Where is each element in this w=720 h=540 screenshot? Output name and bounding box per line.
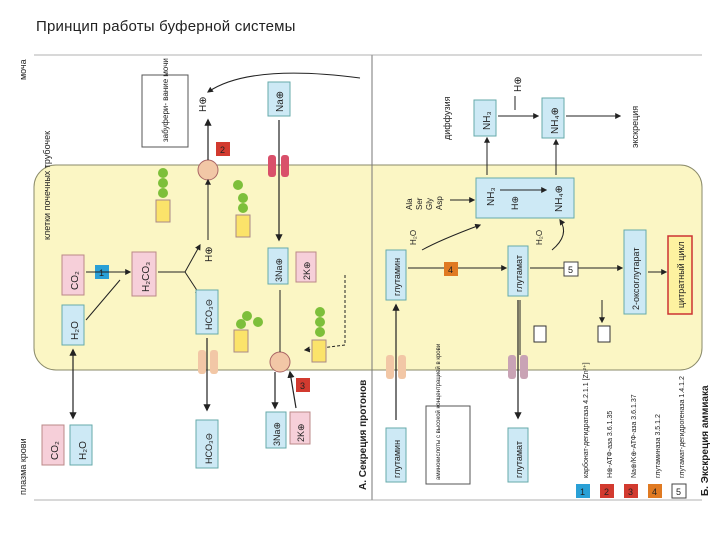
enzyme-1-num: 1 — [99, 268, 104, 278]
tubule-cells-label: клетки почечных трубочек — [42, 131, 52, 240]
panel-a-label: А. Секреция протонов — [358, 380, 369, 490]
blood-note-label: аминокислоты с высокой концентрацией в к… — [435, 344, 442, 480]
enzyme-2-badge-left — [216, 142, 230, 156]
hco3-blood-box — [195, 419, 219, 469]
glutamate-blood-label: глутамат — [514, 441, 524, 478]
h-atpase-pump — [197, 159, 219, 181]
h-cell-right: H⊕ — [510, 196, 520, 210]
svg-text:Asp: Asp — [435, 196, 444, 210]
page-title: Принцип работы буферной системы — [36, 18, 296, 35]
atp-bottom — [233, 307, 327, 363]
na3-blood-label: 3Na⊕ — [272, 422, 282, 446]
svg-text:1: 1 — [580, 487, 585, 497]
oxoglutarate-label: 2-оксоглутарат — [631, 248, 641, 310]
k2-blood-label: 2K⊕ — [296, 423, 306, 442]
na-top-label: Na⊕ — [275, 91, 286, 112]
co2-blood-label: CO₂ — [50, 441, 61, 460]
nh4-top-label: NH₄⊕ — [550, 107, 561, 134]
citrate-cycle-box — [667, 235, 693, 315]
h-top-right: H⊕ — [513, 76, 524, 92]
enzyme-5-num-right: 5 — [568, 265, 573, 275]
enzyme-legend: 1 карбонат-дегидратаза 4.2.1.1 [Zn²⁺] 2 … — [576, 362, 687, 499]
enzyme-4-num-right: 4 — [448, 265, 453, 275]
glutamate-cell-box — [507, 245, 529, 297]
h2o-cell-label: H₂O — [70, 321, 81, 340]
k2-cell-box — [295, 251, 317, 283]
h2co3-label: H₂CO₃ — [141, 262, 152, 292]
svg-text:3: 3 — [628, 487, 633, 497]
h2o-cell-box — [61, 304, 85, 346]
blood-note-box — [425, 405, 471, 485]
glutamate-cell-label: глутамат — [514, 255, 524, 292]
buffering-label: забуфери- вание мочи — [161, 58, 170, 142]
h2o-a-label: H₂O — [409, 230, 418, 245]
co2-cell-label: CO₂ — [70, 271, 81, 290]
hco3-cell-box — [195, 289, 219, 335]
h2o-b-label: H₂O — [535, 230, 544, 245]
h2co3-box — [131, 251, 157, 297]
oxoglutarate-box — [623, 229, 647, 315]
enzyme-4-legend: глутаминаза 3.5.1.2 — [655, 414, 662, 478]
svg-text:Ser: Ser — [415, 197, 424, 210]
urine-label: моча — [18, 59, 28, 80]
glutamate-channel — [508, 355, 528, 379]
hco3-channel — [198, 350, 218, 374]
na3-blood-box — [265, 411, 287, 449]
glutamine-blood-box — [385, 427, 407, 483]
enzyme-5-legend: глутамат-дегидрогеназа 1.4.1.2 — [679, 376, 686, 478]
enzyme-2-num-left: 2 — [220, 145, 225, 155]
excretion-label: экскреция — [630, 106, 640, 148]
hco3-cell-label: HCO₃⊖ — [204, 299, 214, 330]
co2-blood-box — [41, 424, 65, 466]
na3-cell-box — [267, 247, 289, 285]
atp-top — [155, 168, 251, 238]
co2-cell-box — [61, 254, 85, 296]
citrate-cycle-label: цитратный цикл — [676, 241, 686, 308]
enzyme-4-badge-right — [444, 262, 458, 276]
na3-cell-label: 3Na⊕ — [274, 258, 284, 282]
enzyme-1-legend: карбонат-дегидратаза 4.2.1.1 [Zn²⁺] — [582, 362, 590, 478]
glutamine-cell-box — [385, 249, 407, 301]
nh4-top-box — [541, 97, 565, 139]
svg-text:5: 5 — [676, 487, 681, 497]
svg-text:4: 4 — [652, 487, 657, 497]
enzyme-5-badge-right — [563, 261, 579, 277]
enzyme-3-badge-left — [296, 378, 310, 392]
h-cell-left: H⊕ — [204, 246, 215, 262]
h-top-left: H⊕ — [198, 96, 209, 112]
na-k-atpase-pump — [269, 351, 291, 373]
svg-text:Ala: Ala — [405, 198, 414, 210]
transporter-symbols — [533, 325, 611, 343]
svg-text:2: 2 — [604, 487, 609, 497]
hco3-blood-label: HCO₃⊖ — [204, 433, 214, 464]
glutamine-blood-label: глутамин — [392, 440, 402, 478]
na-channel-top — [268, 155, 289, 177]
nh4-cell-label: NH₄⊕ — [554, 185, 565, 212]
nh3-top-box — [473, 99, 497, 137]
panel-b-label: Б. Экскреция аммиака — [700, 385, 711, 496]
buffering-box — [141, 74, 189, 148]
k2-blood-box — [289, 411, 311, 445]
diffusion-label: диффузия — [442, 96, 452, 140]
enzyme-2-legend: H⊕-АТФ-аза 3.6.1.35 — [607, 411, 614, 478]
na-top-box — [267, 81, 291, 117]
svg-text:Gly: Gly — [425, 198, 434, 210]
nh3-top-label: NH₃ — [482, 111, 493, 130]
nh3-nh4-cell-box — [475, 177, 575, 219]
blood-plasma-label: плазма крови — [18, 438, 28, 495]
h2o-blood-box — [69, 424, 93, 466]
enzyme-3-num-left: 3 — [300, 381, 305, 391]
glutamine-channel — [386, 355, 406, 379]
amino-acids: Ala Ser Gly Asp — [405, 196, 444, 210]
h2o-blood-label: H₂O — [78, 441, 89, 460]
k2-cell-label: 2K⊕ — [302, 261, 312, 280]
glutamine-cell-label: глутамин — [392, 258, 402, 296]
enzyme-3-legend: Na⊕/K⊕-АТФ-аза 3.6.1.37 — [631, 394, 638, 478]
nh3-cell-label: NH₃ — [486, 187, 497, 206]
glutamate-blood-box — [507, 427, 529, 483]
